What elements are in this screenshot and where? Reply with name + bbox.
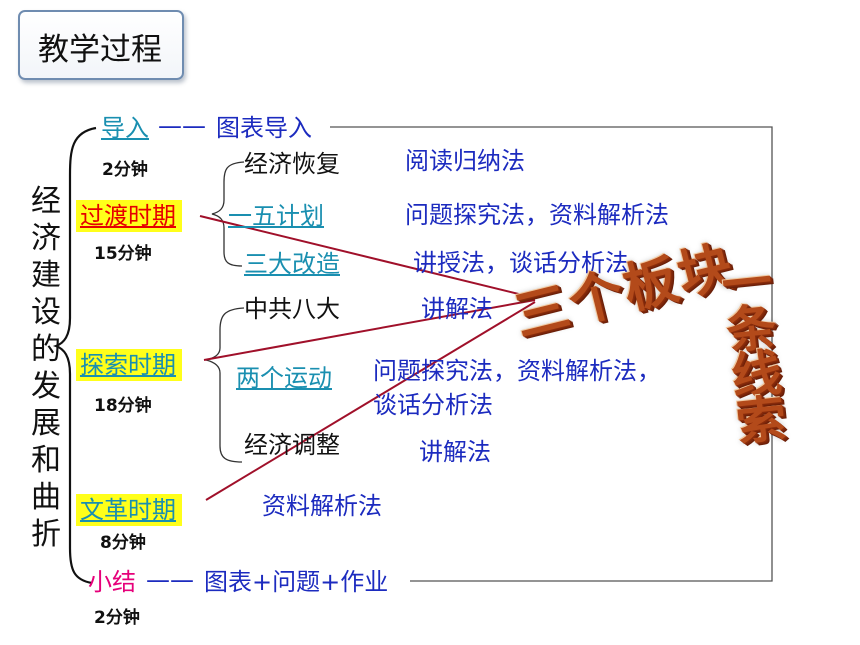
method-cultural-revolution: 资料解析法 — [262, 492, 382, 520]
stage-transition[interactable]: 过渡时期 — [76, 200, 182, 232]
main-topic-vertical: 经济建设的发展和曲折 — [31, 184, 61, 552]
topic-eighth-congress: 中共八大 — [244, 295, 340, 323]
stage-exploration[interactable]: 探索时期 — [76, 349, 182, 381]
summary-label: 小结 — [88, 568, 136, 596]
title-box: 教学过程 — [18, 10, 184, 80]
topic-two-movements[interactable]: 两个运动 — [236, 364, 332, 392]
topic-economic-adjustment: 经济调整 — [244, 431, 340, 459]
intro-separator: —— — [158, 112, 206, 140]
method-two-movements: 问题探究法，资料解析法， — [373, 357, 661, 385]
thread-line-transition — [199, 215, 536, 299]
method-economic-adjustment: 讲解法 — [419, 438, 491, 466]
thread-line-exploration — [203, 299, 536, 361]
intro-method: 图表导入 — [216, 114, 312, 142]
stage-cultural-revolution[interactable]: 文革时期 — [76, 494, 182, 526]
intro-link[interactable]: 导入 — [101, 114, 149, 142]
stage-cultural-revolution-time: 8分钟 — [100, 533, 146, 553]
method-first-five-year-plan: 问题探究法，资料解析法 — [405, 201, 669, 229]
topic-three-transformations[interactable]: 三大改造 — [244, 250, 340, 278]
thread-line-cultural-revolution — [205, 301, 536, 501]
intro-time: 2分钟 — [102, 160, 148, 180]
summary-time: 2分钟 — [94, 608, 140, 628]
stage-transition-time: 15分钟 — [94, 244, 152, 264]
method-economic-recovery: 阅读归纳法 — [405, 147, 525, 175]
topic-economic-recovery: 经济恢复 — [244, 150, 340, 178]
main-brace — [52, 126, 97, 585]
method-eighth-congress: 讲解法 — [421, 295, 493, 323]
stage-exploration-time: 18分钟 — [94, 396, 152, 416]
method-three-transformations: 讲授法，谈话分析法 — [413, 249, 629, 277]
method-two-movements-line2: 谈话分析法 — [373, 391, 493, 419]
topic-first-five-year-plan[interactable]: 一五计划 — [228, 202, 324, 230]
summary-separator: —— — [146, 566, 194, 594]
brace-transition — [211, 161, 245, 267]
summary-method: 图表+问题+作业 — [204, 568, 389, 596]
frame-line — [330, 126, 773, 582]
page-title: 教学过程 — [38, 32, 162, 68]
